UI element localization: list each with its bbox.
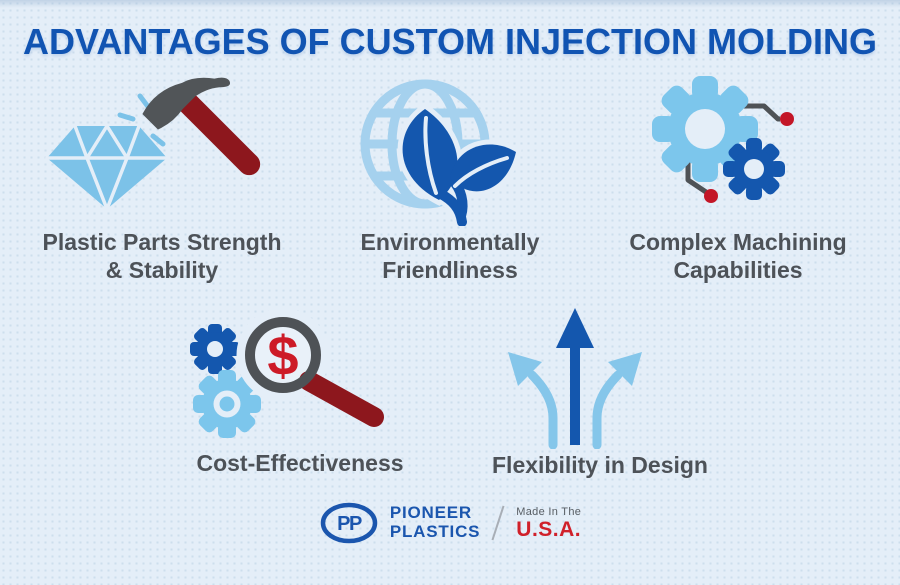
diamond-hammer-icon <box>45 77 261 211</box>
poster-title: ADVANTAGES OF CUSTOM INJECTION MOLDING <box>22 21 877 62</box>
feature-machining: Complex Machining Capabilities <box>594 76 882 284</box>
brand-line-pioneer: PIONEER <box>389 503 472 523</box>
made-in-usa: Made In The U.S.A. <box>516 506 581 541</box>
feature-label: Plastic Parts Strength & Stability <box>42 229 282 284</box>
gears-circuit-icon <box>652 76 794 203</box>
large-gear <box>652 76 758 182</box>
circuit-node <box>780 112 794 126</box>
light-gear <box>193 370 261 439</box>
feature-strength: Plastic Parts Strength & Stability <box>18 76 306 284</box>
brand-line-plastics: PLASTICS <box>389 522 481 542</box>
arrow-left <box>508 352 558 450</box>
arrow-right <box>592 352 642 450</box>
logo-oval <box>320 502 378 544</box>
small-gear <box>723 138 785 200</box>
globe-leaves-icon <box>360 79 522 226</box>
circuit-node <box>704 189 718 203</box>
logo-monogram: PP <box>337 513 362 535</box>
usa-label: U.S.A. <box>516 517 582 541</box>
feature-label: Cost-Effectiveness <box>196 450 404 477</box>
feature-flexibility: Flexibility in Design <box>450 302 750 479</box>
made-in-label: Made In The <box>516 505 582 518</box>
divider-slash <box>491 505 505 541</box>
gears-magnifier-dollar-icon: $ <box>190 308 384 439</box>
brand-name: PIONEER PLASTICS <box>390 504 480 541</box>
footer-logo: PP PIONEER PLASTICS Made In The U.S.A. <box>0 501 900 545</box>
arrow-up <box>556 308 594 446</box>
hammer-icon <box>142 77 261 176</box>
feature-label: Flexibility in Design <box>492 452 708 479</box>
leaves-icon <box>397 102 522 226</box>
branching-arrows-icon <box>508 308 642 450</box>
diamond-shape <box>45 124 169 211</box>
pioneer-plastics-logo-icon: PP <box>320 502 378 544</box>
feature-label: Environmentally Friendliness <box>360 229 540 284</box>
feature-label: Complex Machining Capabilities <box>629 229 847 284</box>
feature-cost: $ Cost-Effectiveness <box>150 302 450 477</box>
bottom-feature-row: $ Cost-Effectiveness F <box>0 302 900 479</box>
dollar-sign: $ <box>267 324 298 387</box>
small-dark-gear <box>190 324 240 375</box>
magnifier-icon: $ <box>236 308 384 428</box>
top-feature-row: Plastic Parts Strength & Stability <box>0 76 900 284</box>
feature-environment: Environmentally Friendliness <box>306 76 594 284</box>
